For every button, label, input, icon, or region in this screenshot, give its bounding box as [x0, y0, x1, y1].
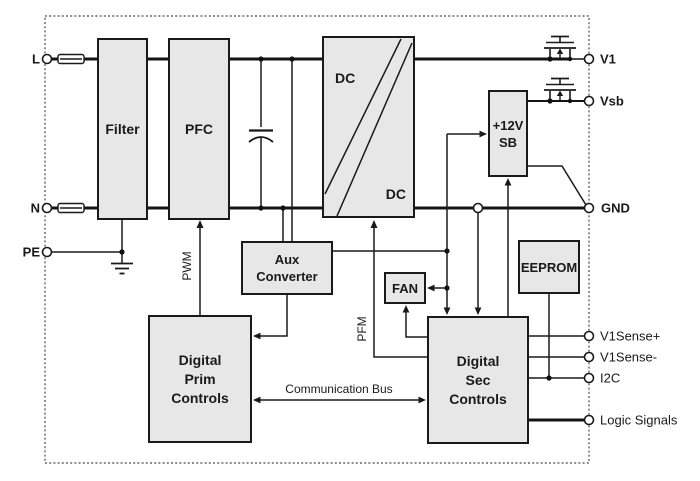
eeprom-label: EEPROM [520, 259, 578, 275]
mosfet-icon [544, 35, 576, 59]
block-aux-converter: Aux Converter [241, 241, 333, 295]
bus-right-arrow [418, 396, 426, 404]
label-GND: GND [601, 200, 630, 216]
terminal-V1Sense-plus [583, 330, 595, 342]
label-I2C: I2C [600, 370, 621, 386]
sb-label-1: +12V [492, 117, 524, 133]
sec-label-1: Digital [456, 352, 500, 369]
terminal-V1 [583, 53, 595, 65]
terminal-I2C [583, 372, 595, 384]
sb-enable-arrow [504, 178, 512, 186]
label-Vsb: Vsb [600, 93, 624, 109]
fan-power-arrow [427, 284, 435, 292]
block-filter: Filter [97, 38, 148, 220]
terminal-PE [41, 246, 53, 258]
aux-to-prim-wire [257, 295, 288, 337]
prim-label-3: Controls [171, 389, 229, 406]
block-dcdc-converter: DC DC [322, 36, 415, 218]
block-pfc-label: PFC [185, 120, 213, 137]
fan-label: FAN [392, 280, 418, 296]
terminal-L [41, 53, 53, 65]
sb-feed-arrow [479, 130, 487, 138]
pfm-wire [373, 224, 427, 358]
block-digital-prim-controls: Digital Prim Controls [148, 315, 252, 443]
prim-label-2: Prim [184, 370, 216, 387]
ground-icon [111, 262, 133, 275]
label-V1Sense-plus: V1Sense+ [600, 328, 661, 344]
capacitor-icon [248, 129, 274, 143]
dcdc-diagonal-icon [324, 38, 413, 216]
terminal-V1Sense-minus [583, 351, 595, 363]
prim-label-1: Digital [178, 351, 222, 368]
sec-top-arrow [474, 307, 482, 315]
label-N: N [30, 200, 40, 216]
label-PE: PE [22, 244, 40, 260]
terminal-LogicSignals [583, 414, 595, 426]
terminal-circles [41, 53, 595, 426]
sb-return-wire [528, 165, 587, 206]
label-LogicSignals: Logic Signals [600, 412, 678, 428]
sec-label-2: Sec [465, 371, 491, 388]
sb-label-2: SB [498, 134, 518, 150]
label-pwm: PWM [180, 251, 194, 281]
sec-label-3: Controls [449, 390, 507, 407]
fan-drive-arrow [402, 305, 410, 313]
mosfet-icon [544, 77, 576, 101]
label-L: L [32, 51, 40, 67]
block-filter-label: Filter [105, 120, 140, 137]
aux-label-1: Aux [274, 252, 300, 267]
gnd-tap-circle [472, 202, 484, 214]
fuse-icon [57, 202, 85, 214]
pfm-arrow [370, 220, 378, 228]
junction-dots [119, 56, 573, 381]
block-pfc: PFC [168, 38, 230, 220]
sec-top-arrow [443, 307, 451, 315]
fuse-icon [57, 53, 85, 65]
terminal-N [41, 202, 53, 214]
block-digital-sec-controls: Digital Sec Controls [427, 316, 529, 444]
block-fan: FAN [384, 272, 426, 304]
terminal-Vsb [583, 95, 595, 107]
dcdc-label-top: DC [335, 70, 356, 86]
aux-to-prim-arrow [253, 332, 261, 340]
block-12v-standby: +12V SB [488, 90, 528, 177]
arrowheads [196, 130, 512, 404]
label-pfm: PFM [355, 316, 369, 342]
terminal-GND [583, 202, 595, 214]
fan-drive-wire [405, 309, 427, 338]
bus-left-arrow [253, 396, 261, 404]
dcdc-label-bottom: DC [385, 186, 406, 202]
label-V1Sense-minus: V1Sense- [600, 349, 658, 365]
aux-label-2: Converter [256, 269, 318, 284]
pwm-arrow [196, 220, 204, 228]
block-eeprom: EEPROM [518, 240, 580, 294]
label-communication-bus: Communication Bus [285, 382, 393, 396]
label-V1: V1 [600, 51, 616, 67]
